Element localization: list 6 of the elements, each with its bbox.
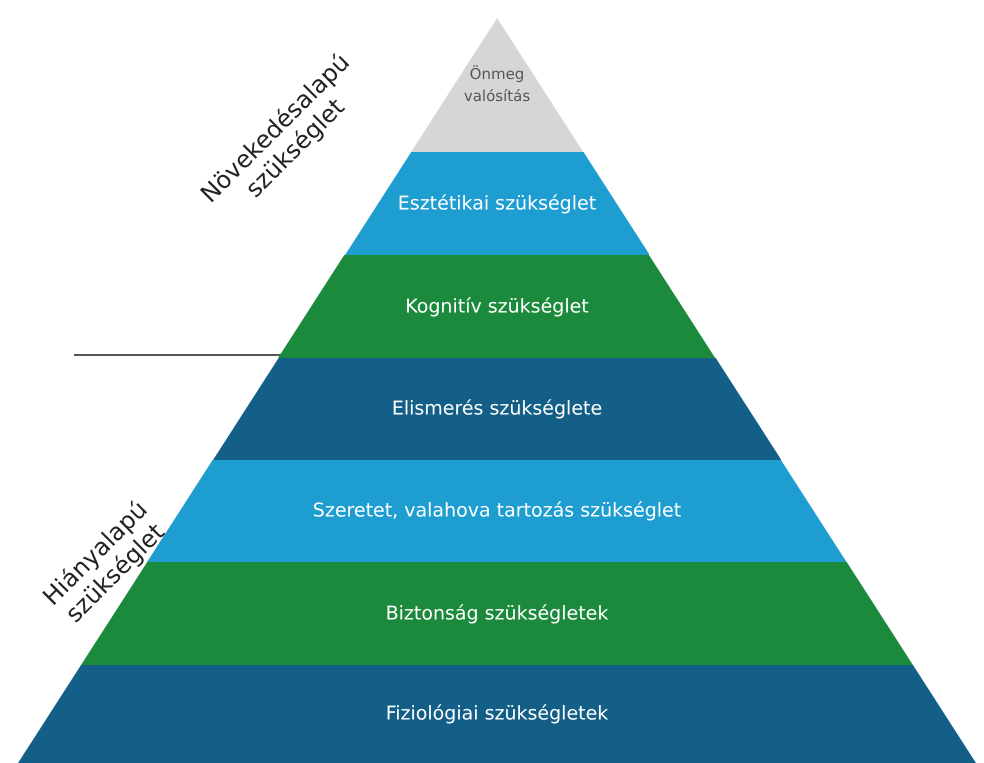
tier-label: Kognitív szükséglet [404, 294, 590, 319]
tier-label: Elismerés szükséglete [390, 396, 604, 422]
tier-label: Fiziológiai szükségletek [384, 702, 610, 726]
tier-label: Szeretet, valahova tartozás szükséglet [312, 498, 682, 524]
tier-label: Esztétikai szükséglet [396, 191, 598, 216]
tier-label: Önmeg valósítás [462, 64, 532, 107]
